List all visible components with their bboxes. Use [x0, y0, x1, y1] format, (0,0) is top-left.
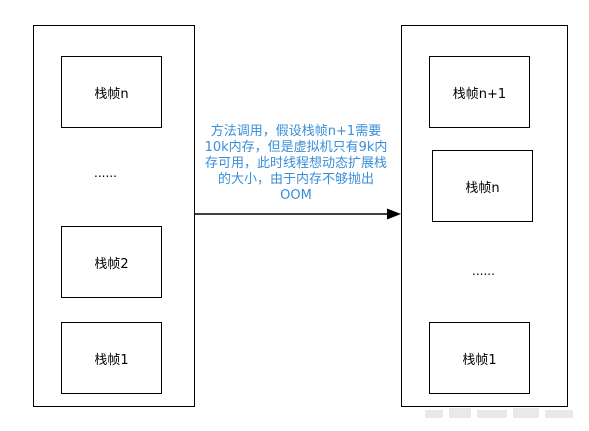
- left-frame-2-label: 栈帧2: [94, 256, 129, 272]
- left-frame-1: 栈帧1: [61, 322, 162, 394]
- watermark-icon: [425, 408, 573, 418]
- left-frame-1-label: 栈帧1: [94, 352, 129, 368]
- left-ellipsis: ......: [94, 166, 117, 180]
- right-frame-1: 栈帧1: [429, 322, 530, 394]
- right-frame-n: 栈帧n: [432, 150, 533, 222]
- left-frame-2: 栈帧2: [61, 226, 162, 298]
- right-frame-1-label: 栈帧1: [462, 352, 497, 368]
- right-ellipsis: ......: [472, 264, 495, 278]
- left-frame-n-label: 栈帧n: [94, 86, 129, 102]
- left-frame-n: 栈帧n: [61, 56, 162, 128]
- right-frame-n-plus-1-label: 栈帧n+1: [452, 86, 507, 102]
- right-frame-n-plus-1: 栈帧n+1: [429, 56, 530, 128]
- right-frame-n-label: 栈帧n: [465, 180, 500, 196]
- transition-note: 方法调用，假设栈帧n+1需要 10k内存，但是虚拟机只有9k内 存可用，此时线程…: [204, 124, 388, 203]
- arrow-head-icon: [387, 208, 401, 220]
